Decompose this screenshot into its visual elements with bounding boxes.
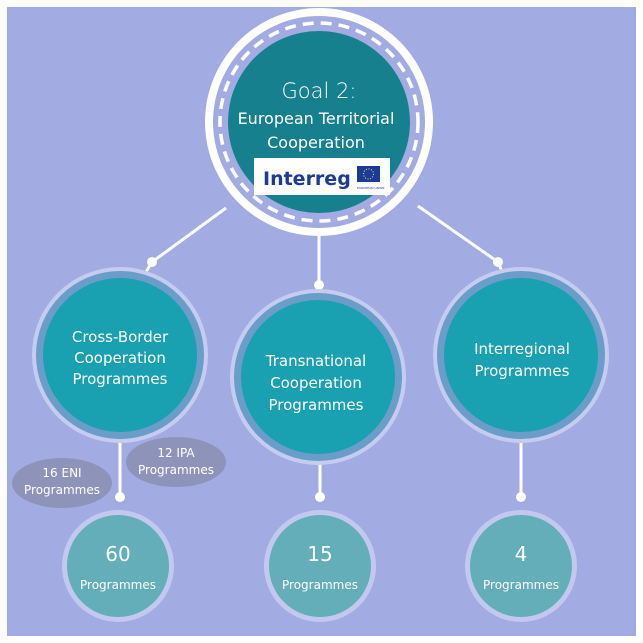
svg-text:Programmes: Programmes [24, 483, 100, 497]
svg-text:Programmes: Programmes [282, 578, 358, 592]
svg-text:Programmes: Programmes [73, 370, 168, 388]
svg-text:Cooperation: Cooperation [74, 349, 166, 367]
svg-text:Programmes: Programmes [80, 578, 156, 592]
note-ipa: 12 IPA Programmes [126, 437, 226, 487]
count-cross-border: 60 Programmes [62, 510, 174, 622]
svg-text:15: 15 [307, 542, 332, 566]
svg-text:Programmes: Programmes [475, 362, 570, 380]
svg-text:60: 60 [105, 542, 130, 566]
svg-text:Cooperation: Cooperation [270, 374, 362, 392]
goal-title: Goal 2: [282, 79, 357, 103]
branch-transnational: Transnational Cooperation Programmes [230, 289, 406, 465]
count-transnational: 15 Programmes [264, 510, 376, 622]
svg-text:4: 4 [515, 542, 528, 566]
eu-flag-icon [357, 166, 380, 182]
branch-interregional: Interregional Programmes [433, 267, 609, 443]
svg-text:EUROPEAN UNION: EUROPEAN UNION [357, 186, 384, 190]
count-interregional: 4 Programmes [465, 510, 577, 622]
branch-cross-border: Cross-Border Cooperation Programmes [32, 267, 208, 443]
svg-text:Programmes: Programmes [483, 578, 559, 592]
interreg-logo: Interreg EUROPEAN UNION [254, 158, 390, 195]
svg-text:Cross-Border: Cross-Border [72, 328, 169, 346]
connectors [115, 204, 526, 502]
note-eni: 16 ENI Programmes [12, 458, 112, 508]
goal-node: Goal 2: European Territorial Cooperation… [205, 8, 433, 236]
svg-text:Interreg: Interreg [263, 168, 351, 190]
svg-text:Interregional: Interregional [474, 340, 570, 358]
svg-text:12 IPA: 12 IPA [157, 446, 195, 460]
goal-line3: Cooperation [267, 133, 365, 152]
svg-text:16 ENI: 16 ENI [42, 466, 81, 480]
svg-text:Programmes: Programmes [269, 396, 364, 414]
svg-text:Programmes: Programmes [138, 463, 214, 477]
svg-text:Transnational: Transnational [265, 352, 366, 370]
goal-line2: European Territorial [238, 109, 395, 128]
